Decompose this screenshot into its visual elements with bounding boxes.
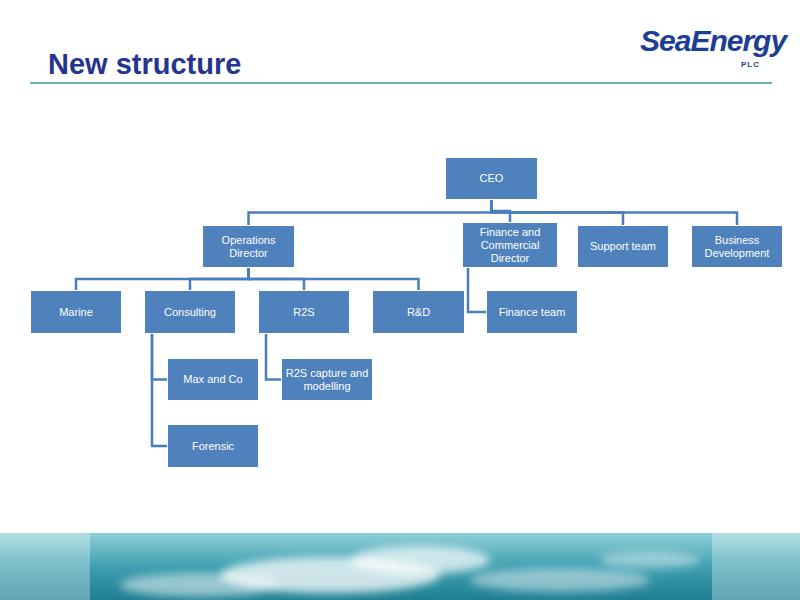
box-label: R2S: [293, 306, 314, 319]
org-connector: [249, 200, 492, 225]
org-box: Forensic: [167, 424, 259, 468]
org-box: Marine: [30, 290, 122, 334]
org-box: Finance and Commercial Director: [462, 222, 558, 268]
box-label: Business Development: [695, 234, 779, 260]
org-connector: [152, 334, 167, 380]
box-label: CEO: [480, 172, 504, 185]
org-connector: [152, 334, 167, 446]
logo-wordmark: SeaEnergy: [640, 24, 786, 58]
wave-band: [0, 533, 800, 600]
org-box: Operations Director: [202, 225, 295, 268]
org-box: Finance team: [486, 290, 578, 334]
org-connector: [76, 268, 249, 290]
foam: [470, 568, 650, 592]
org-connector: [249, 268, 419, 290]
org-box: Support team: [577, 225, 669, 268]
org-connector: [190, 268, 249, 290]
org-box: R&D: [372, 290, 465, 334]
wave-side-panel: [0, 533, 90, 600]
logo-suffix: PLC: [741, 60, 760, 69]
slide-title: New structure: [48, 48, 241, 81]
box-label: Support team: [590, 240, 656, 253]
box-label: R&D: [407, 306, 430, 319]
box-label: Forensic: [192, 440, 234, 453]
box-label: Finance team: [499, 306, 566, 319]
org-box: R2S: [258, 290, 350, 334]
box-label: Finance and Commercial Director: [466, 226, 554, 265]
org-box: CEO: [445, 157, 538, 200]
org-box: R2S capture and modelling: [281, 358, 373, 401]
box-label: Consulting: [164, 306, 216, 319]
box-label: Marine: [59, 306, 93, 319]
box-label: Max and Co: [183, 373, 242, 386]
org-connector: [468, 268, 486, 312]
org-box: Max and Co: [167, 358, 259, 401]
foam: [600, 551, 700, 569]
foam: [350, 546, 490, 574]
org-connector: [492, 200, 511, 222]
org-box: Consulting: [144, 290, 236, 334]
wave-side-panel: [712, 533, 800, 600]
org-box: Business Development: [691, 225, 783, 268]
box-label: R2S capture and modelling: [285, 367, 369, 393]
box-label: Operations Director: [206, 234, 291, 260]
title-rule: [30, 82, 772, 84]
foam: [120, 573, 280, 597]
wave-foam: [120, 546, 700, 597]
org-connector: [266, 334, 281, 380]
